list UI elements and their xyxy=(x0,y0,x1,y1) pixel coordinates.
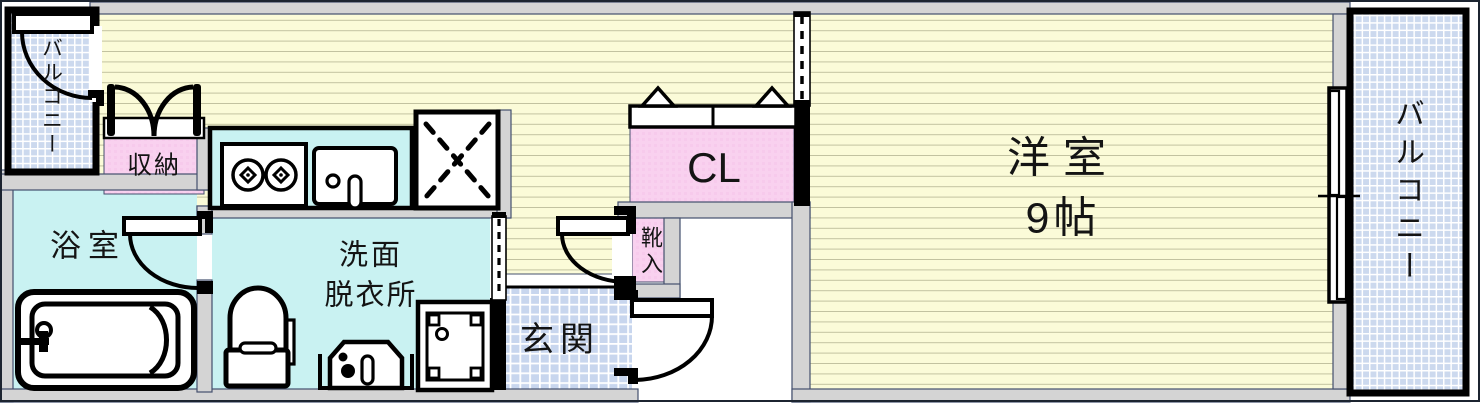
doorway-gap xyxy=(612,232,632,278)
storage-double-door-icon xyxy=(102,84,206,140)
folding-closet-door-icon xyxy=(628,85,798,129)
refrigerator-space-icon xyxy=(413,109,501,211)
closet-label: CL xyxy=(687,144,741,191)
balcony-left-label: バルコニー xyxy=(39,37,63,157)
gas-stove-icon xyxy=(220,142,308,208)
bathtub-icon xyxy=(15,289,197,391)
washroom-label-line1: 洗面 xyxy=(338,239,404,272)
entrance-label: 玄関 xyxy=(520,321,600,359)
hallway-door-swing-icon xyxy=(556,206,636,290)
wall-closet-bottom xyxy=(617,201,811,219)
entrance-tile-area xyxy=(506,286,632,389)
toilet-icon xyxy=(223,285,296,389)
western-room-label-line2: 9帖 xyxy=(1025,194,1101,243)
open-partition-dashed-icon xyxy=(793,11,811,107)
bathroom-label: 浴室 xyxy=(50,228,126,264)
western-room-label-line1: 洋室 xyxy=(1007,134,1119,183)
wall-top xyxy=(89,1,1351,15)
shoe-cabinet-label: 靴入 xyxy=(638,226,663,278)
sliding-window-icon xyxy=(1318,86,1360,304)
closet-area xyxy=(629,125,795,205)
wall-closet-right-black xyxy=(794,104,810,206)
kitchen-sink-icon xyxy=(312,146,398,210)
western-room-area xyxy=(810,14,1333,389)
balcony-door-swing-icon xyxy=(12,12,104,106)
open-partition-dashed-icon xyxy=(491,212,507,301)
bathroom-door-swing-icon xyxy=(122,211,213,294)
vanity-basin-icon xyxy=(318,339,414,391)
balcony-right xyxy=(1346,7,1470,397)
storage-label: 収納 xyxy=(126,151,182,180)
washroom-label-line2: 脱衣所 xyxy=(324,279,418,312)
entrance-door-swing-icon xyxy=(614,290,714,384)
kitchen-counter xyxy=(207,125,415,211)
washing-machine-icon xyxy=(415,299,495,393)
balcony-door-opening xyxy=(90,26,102,102)
balcony-right-label: バルコニー xyxy=(1390,98,1423,288)
wall-bath-divider-bottom xyxy=(196,279,213,393)
wall-westernroom-west xyxy=(791,201,811,403)
